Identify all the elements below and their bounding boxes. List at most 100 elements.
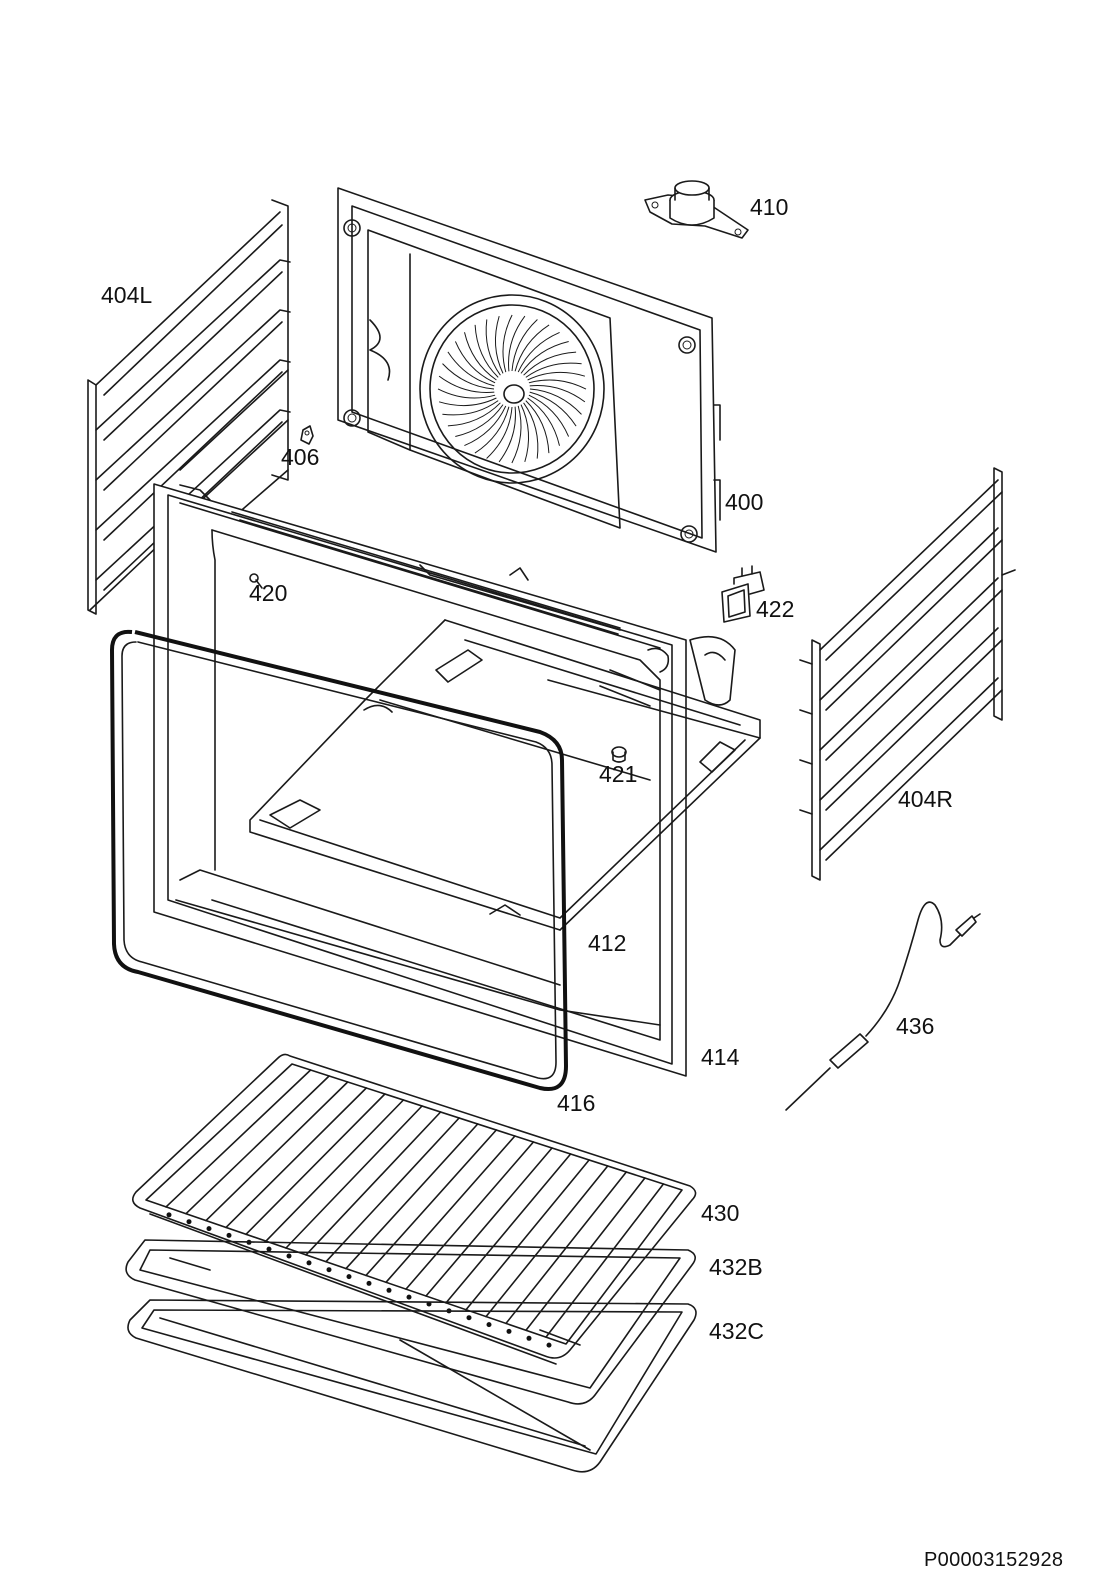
shelf-bar bbox=[545, 1183, 665, 1338]
fan-blade bbox=[527, 371, 586, 381]
shelf-bar-tip bbox=[166, 1212, 172, 1218]
shelf-bar bbox=[225, 1087, 368, 1229]
label-416: 416 bbox=[557, 1090, 596, 1116]
shelf-bar-tip bbox=[466, 1315, 472, 1321]
part-430-wire-shelf bbox=[132, 1053, 697, 1365]
part-432B-baking-tray bbox=[125, 1239, 696, 1405]
fan-blade bbox=[520, 341, 569, 374]
part-416-door-seal bbox=[110, 629, 568, 1091]
shelf-bar bbox=[445, 1153, 572, 1304]
label-432B: 432B bbox=[709, 1254, 763, 1280]
part-420-screw bbox=[249, 573, 263, 589]
part-412-oven-cavity bbox=[175, 619, 761, 1026]
fan-blade bbox=[523, 402, 539, 459]
label-421: 421 bbox=[599, 761, 638, 787]
shelf-bar bbox=[205, 1081, 349, 1222]
shelf-bar bbox=[485, 1165, 609, 1318]
shelf-bar-tip bbox=[506, 1328, 512, 1334]
shelf-bar bbox=[245, 1093, 386, 1236]
fan-blade bbox=[498, 406, 516, 463]
fan-blade bbox=[442, 400, 499, 416]
shelf-bar-tip bbox=[306, 1260, 312, 1266]
drawing-code: P00003152928 bbox=[924, 1549, 1064, 1571]
fan-blade bbox=[485, 319, 501, 376]
fan-blade bbox=[447, 402, 501, 427]
part-404R-right-rail bbox=[799, 467, 1016, 881]
shelf-bar-tip bbox=[526, 1335, 532, 1341]
label-400: 400 bbox=[725, 489, 764, 515]
shelf-bar bbox=[345, 1123, 479, 1270]
fan-blade bbox=[438, 375, 495, 393]
fan-blade bbox=[447, 351, 495, 387]
part-406-clip bbox=[300, 425, 314, 445]
fan-blade bbox=[529, 388, 582, 415]
shelf-bar-tip bbox=[346, 1274, 352, 1280]
fan-blade bbox=[529, 385, 586, 403]
shelf-bar-tip bbox=[226, 1232, 232, 1238]
fan-blade bbox=[437, 388, 496, 399]
fan-blade bbox=[517, 331, 560, 373]
fan-blade bbox=[511, 405, 522, 464]
shelf-bar bbox=[265, 1099, 405, 1242]
part-432C-deep-tray bbox=[127, 1299, 697, 1473]
label-414: 414 bbox=[701, 1044, 740, 1070]
fan-blade bbox=[528, 394, 570, 437]
fan-blade bbox=[514, 324, 550, 372]
shelf-bar bbox=[165, 1069, 312, 1208]
fan-blade bbox=[525, 362, 582, 378]
shelf-bar-tip bbox=[286, 1253, 292, 1259]
part-421-screw bbox=[611, 746, 627, 763]
fan-blade bbox=[527, 397, 560, 446]
fan-blade bbox=[454, 341, 496, 384]
label-430: 430 bbox=[701, 1200, 740, 1226]
shelf-bar bbox=[305, 1111, 442, 1256]
fan-blade bbox=[474, 406, 510, 454]
shelf-bar bbox=[365, 1129, 498, 1277]
label-432C: 432C bbox=[709, 1318, 764, 1344]
shelf-bar-tip bbox=[366, 1280, 372, 1286]
label-412: 412 bbox=[588, 930, 627, 956]
shelf-bar-tip bbox=[326, 1267, 332, 1273]
part-404L-left-rail bbox=[87, 199, 291, 615]
shelf-bar bbox=[525, 1177, 646, 1332]
shelf-bar-tip bbox=[386, 1287, 392, 1293]
label-422: 422 bbox=[756, 596, 795, 622]
label-436: 436 bbox=[896, 1013, 935, 1039]
fan-blade bbox=[464, 332, 497, 381]
fan-blade bbox=[525, 400, 550, 454]
fan-blade bbox=[520, 404, 530, 463]
shelf-bar bbox=[465, 1159, 590, 1311]
shelf-bar-tip bbox=[546, 1342, 552, 1348]
shelf-bar-tip bbox=[186, 1219, 192, 1225]
fan-blade bbox=[442, 363, 495, 390]
shelf-bar bbox=[185, 1075, 330, 1215]
part-422-connector bbox=[721, 565, 765, 623]
part-410-thermostat bbox=[644, 180, 749, 239]
fan-blade bbox=[528, 379, 587, 390]
fan-blade bbox=[529, 391, 577, 427]
shelf-bar bbox=[385, 1135, 516, 1284]
fan-blade bbox=[494, 315, 504, 374]
label-404R: 404R bbox=[898, 786, 953, 812]
label-404L: 404L bbox=[101, 282, 153, 308]
shelf-bar-tip bbox=[266, 1246, 272, 1252]
shelf-bar bbox=[325, 1117, 460, 1263]
shelf-bar-tip bbox=[206, 1226, 212, 1232]
part-400-fan-panel bbox=[337, 187, 721, 553]
fan-blade bbox=[511, 319, 538, 372]
fan-blade bbox=[502, 314, 513, 373]
shelf-bar-tip bbox=[406, 1294, 412, 1300]
part-436-meat-probe bbox=[785, 901, 981, 1111]
fan-blade bbox=[474, 324, 499, 378]
fan-blade bbox=[486, 406, 513, 459]
fan-blade bbox=[438, 397, 497, 407]
fan-blade bbox=[508, 315, 526, 372]
shelf-bar bbox=[405, 1141, 535, 1290]
fan-blade bbox=[455, 404, 504, 437]
label-420: 420 bbox=[249, 580, 288, 606]
shelf-bar bbox=[285, 1105, 423, 1249]
label-406: 406 bbox=[281, 444, 320, 470]
fan-blade bbox=[523, 351, 577, 376]
shelf-bar bbox=[425, 1147, 553, 1297]
